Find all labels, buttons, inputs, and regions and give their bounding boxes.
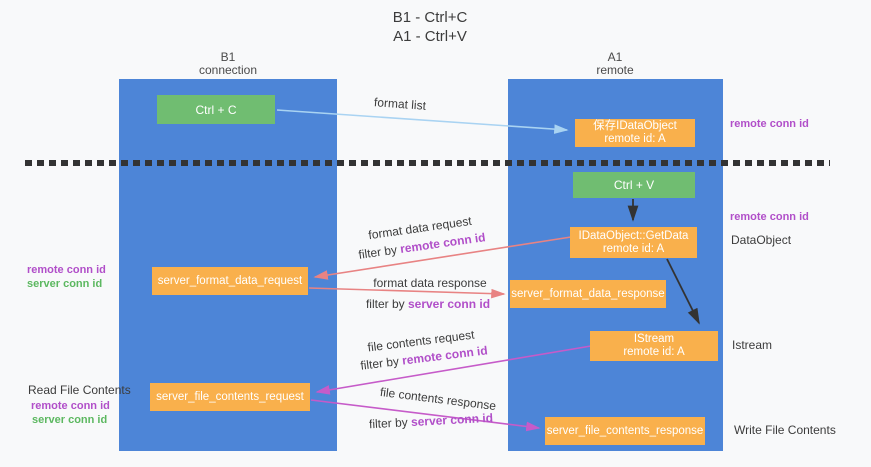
title-line-1: B1 - Ctrl+C <box>392 9 468 26</box>
getdata-box: IDataObject::GetData remote id: A <box>570 227 697 258</box>
server-file-contents-request-box: server_file_contents_request <box>150 383 310 411</box>
save-dataobject-box: 保存IDataObject remote id: A <box>575 119 695 147</box>
diagram-title: B1 - Ctrl+C A1 - Ctrl+V <box>393 8 468 46</box>
right-column-role: remote <box>596 63 634 77</box>
istream-line2: remote id: A <box>623 346 685 358</box>
machine-separator-dashed-line <box>25 160 830 166</box>
server-format-data-request-box: server_format_data_request <box>152 267 308 295</box>
server-format-data-response-box: server_format_data_response <box>510 280 666 308</box>
ctrl-v-box: Ctrl + V <box>573 172 695 198</box>
istream-line1: IStream <box>633 333 675 345</box>
title-line-2: A1 - Ctrl+V <box>393 28 467 45</box>
right-column-name: A1 <box>607 50 623 64</box>
istream-box: IStream remote id: A <box>590 331 718 361</box>
format-data-response-label: format data response <box>373 276 487 290</box>
left-column-header: B1 connection <box>199 51 257 77</box>
left-column-name: B1 <box>220 50 236 64</box>
filter-prefix: filter by <box>368 415 412 432</box>
ctrl-c-box: Ctrl + C <box>157 95 275 124</box>
filter-prefix: filter by <box>357 242 402 262</box>
read-file-contents-note: Read File Contents <box>28 383 131 397</box>
filter-prefix: filter by <box>365 297 408 311</box>
server-file-contents-request-label: server_file_contents_request <box>156 390 304 403</box>
server-conn-id-note-left-2: server conn id <box>32 414 108 426</box>
filter-by-server-conn-id-label-1: filter by server conn id <box>366 297 490 311</box>
remote-conn-id-note-left-1: remote conn id <box>27 264 106 276</box>
ctrl-c-label: Ctrl + C <box>195 102 237 117</box>
getdata-line1: IDataObject::GetData <box>578 229 689 242</box>
right-column-header: A1 remote <box>596 51 633 77</box>
server-format-data-request-label: server_format_data_request <box>157 274 303 287</box>
server-file-contents-response-label: server_file_contents_response <box>546 424 704 437</box>
format-list-label: format list <box>373 95 427 113</box>
dataobject-note: DataObject <box>731 233 792 247</box>
save-dataobject-line2: remote id: A <box>604 133 666 145</box>
remote-conn-id-note-top: remote conn id <box>730 118 809 130</box>
server-conn-id-note-left-1: server conn id <box>27 278 103 290</box>
left-column-role: connection <box>198 63 258 77</box>
save-dataobject-line1: 保存IDataObject <box>593 120 677 132</box>
server-conn-id-text: server conn id <box>407 297 491 311</box>
write-file-contents-note: Write File Contents <box>734 423 836 437</box>
server-conn-id-text: server conn id <box>410 410 494 430</box>
remote-conn-id-note-mid: remote conn id <box>730 211 809 223</box>
file-contents-response-label: file contents response <box>379 384 497 414</box>
getdata-line2: remote id: A <box>602 242 665 255</box>
filter-by-server-conn-id-label-2: filter by server conn id <box>369 411 494 431</box>
server-file-contents-response-box: server_file_contents_response <box>545 417 705 445</box>
istream-note: Istream <box>732 338 773 352</box>
remote-conn-id-note-left-2: remote conn id <box>31 400 110 412</box>
filter-prefix: filter by <box>359 353 404 373</box>
server-format-data-response-label: server_format_data_response <box>511 287 665 300</box>
ctrl-v-label: Ctrl + V <box>613 178 655 192</box>
